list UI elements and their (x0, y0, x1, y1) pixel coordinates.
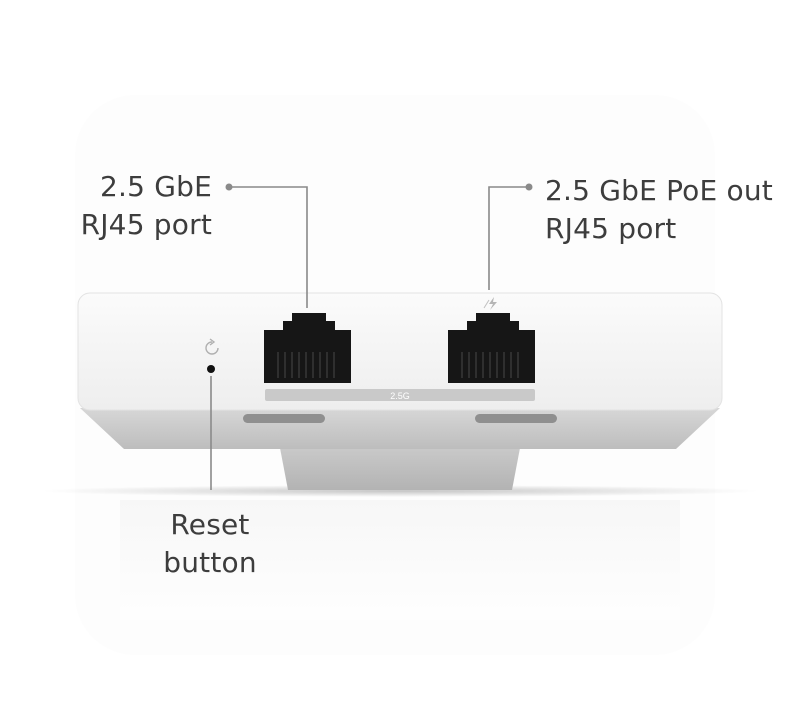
callout-poe-port: 2.5 GbE PoE out RJ45 port (545, 172, 773, 248)
device-stand (280, 448, 520, 490)
vent-slot-right (475, 414, 557, 423)
rj45-port-lan (264, 313, 351, 383)
callout-lan-port: 2.5 GbE RJ45 port (81, 168, 212, 244)
callout-reset-button: Reset button (110, 506, 310, 582)
reset-pinhole (207, 365, 215, 373)
leader-line-lan (229, 186, 308, 308)
device-bevel (80, 408, 720, 449)
callout-poe-line1: 2.5 GbE PoE out (545, 174, 773, 207)
lightning-bolt-icon (483, 297, 497, 310)
device-housing (77, 292, 723, 411)
floor-reflection (120, 500, 680, 620)
leader-dot-lan (225, 183, 233, 191)
port-speed-label: 2.5G (390, 391, 410, 401)
reset-arrow-icon (205, 338, 219, 355)
callout-reset-line1: Reset (170, 508, 250, 541)
floor-shadow (40, 485, 760, 497)
rj45-port-poe (448, 313, 535, 383)
callout-reset-line2: button (163, 546, 257, 579)
leader-dot-poe (525, 183, 533, 191)
callout-lan-line2: RJ45 port (80, 208, 212, 241)
callout-poe-line2: RJ45 port (545, 212, 677, 245)
leader-line-poe (488, 186, 529, 290)
vent-slot-left (243, 414, 325, 423)
callout-lan-line1: 2.5 GbE (100, 170, 212, 203)
port-label-bar (265, 389, 535, 401)
